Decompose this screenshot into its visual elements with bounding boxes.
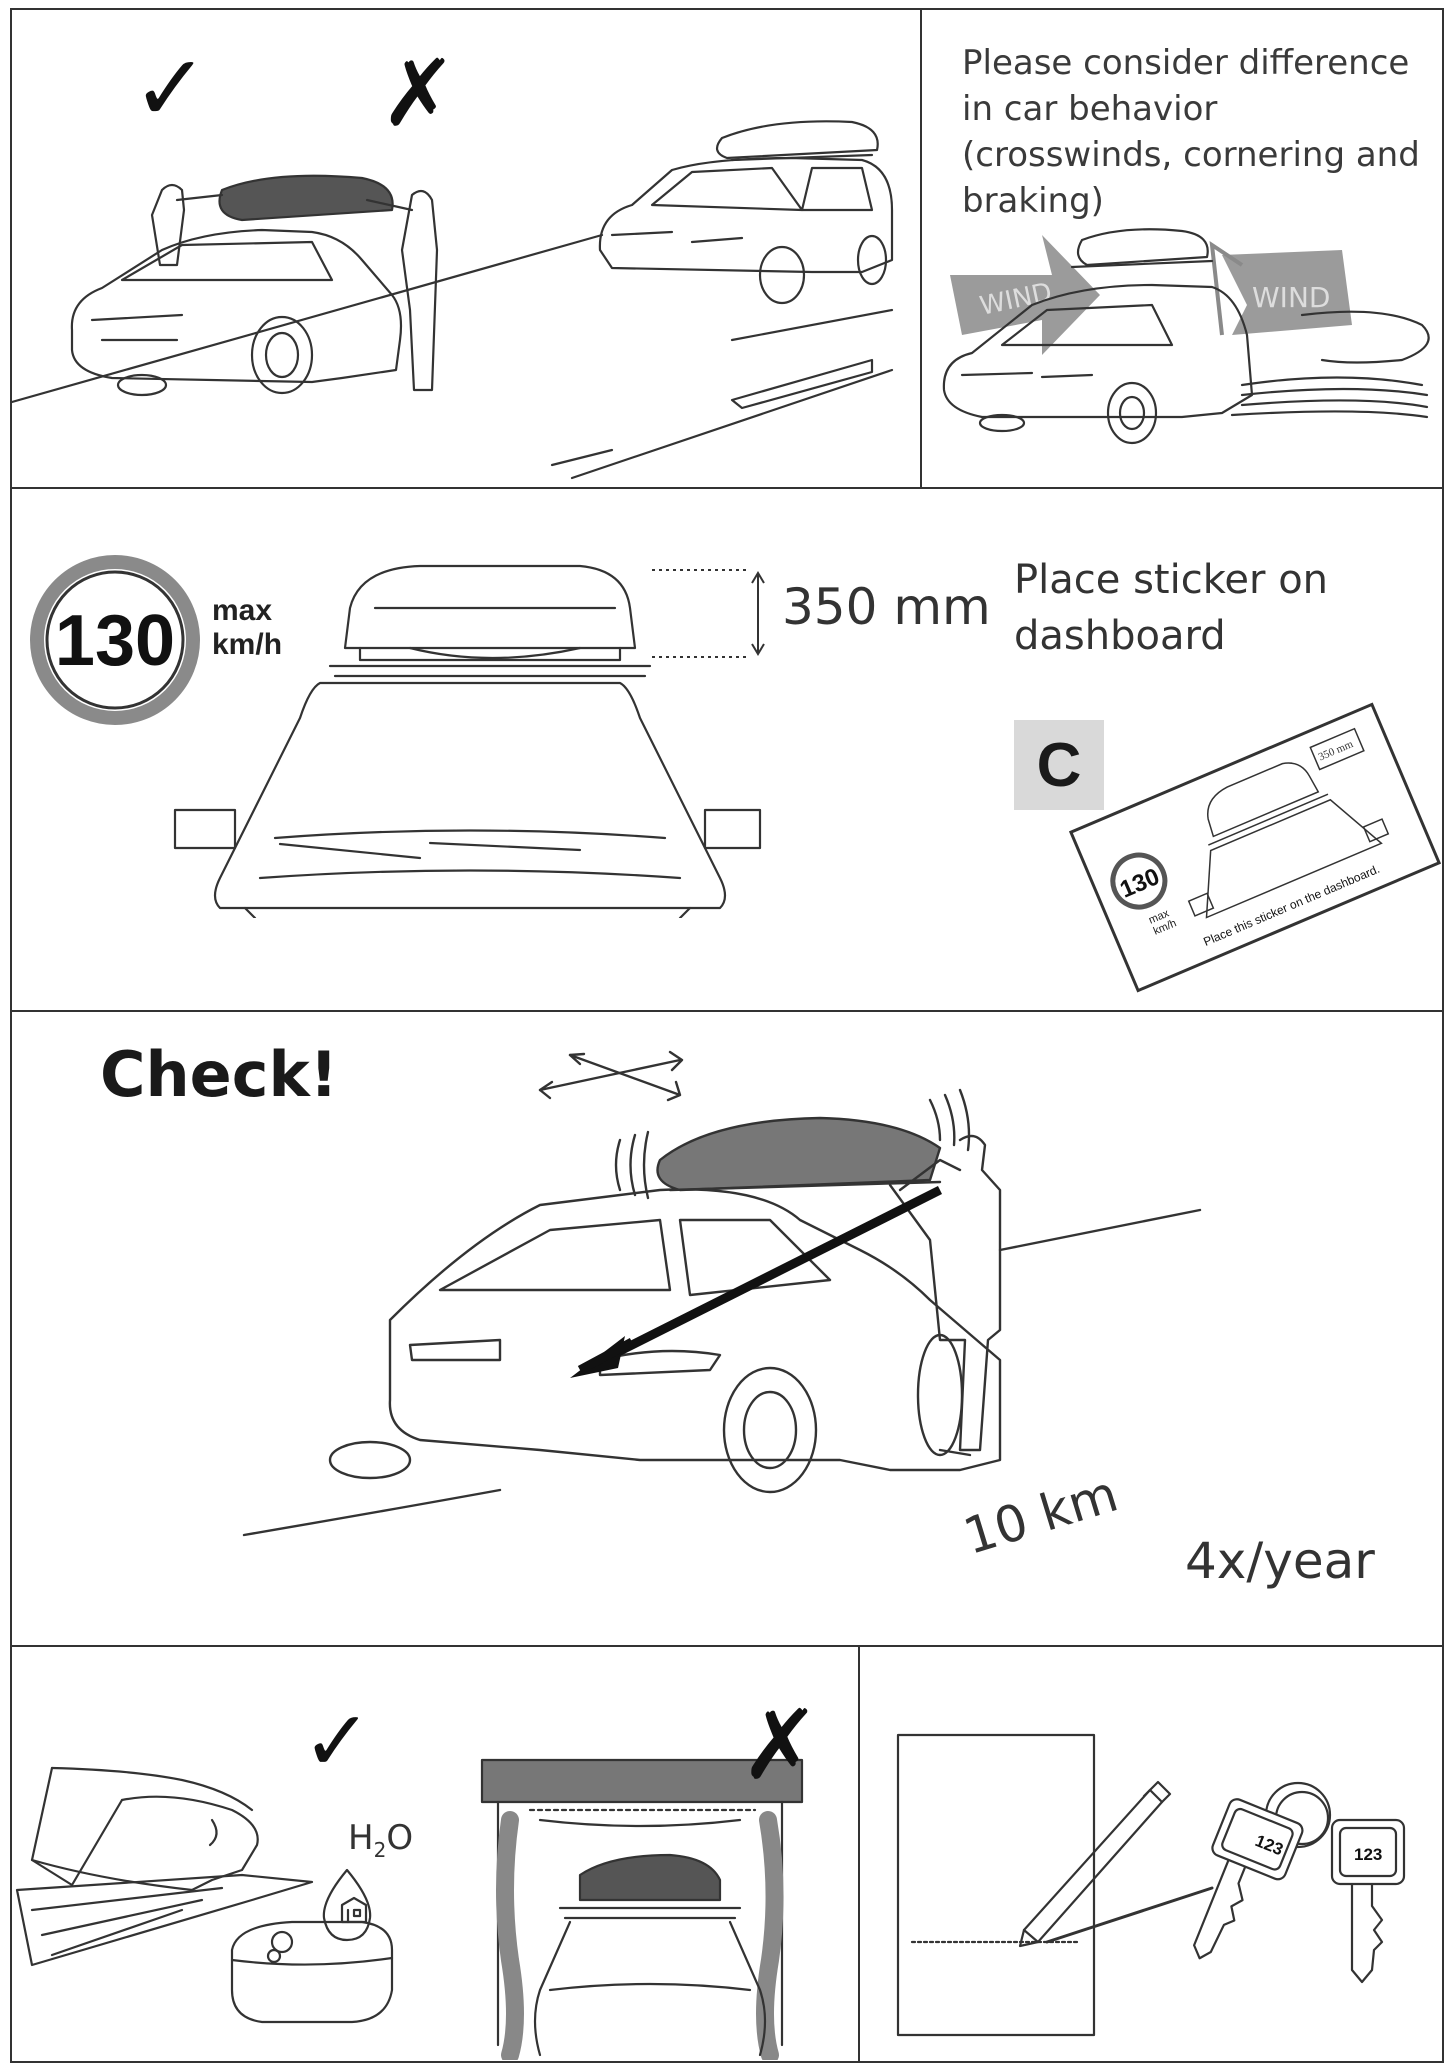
loading-illustration: ✓ ✗ — [12, 35, 894, 480]
wrong-mark-icon: ✗ — [380, 40, 457, 147]
unit-label: km/h — [212, 628, 283, 661]
sticker-letter-badge: C — [1014, 720, 1104, 810]
care-wrong-mark-icon: ✗ — [740, 1689, 820, 1801]
divider-row-3 — [10, 1645, 1444, 1647]
check-title: Check! — [100, 1038, 338, 1111]
care-correct-mark-icon: ✓ — [302, 1692, 372, 1790]
divider-row-1 — [10, 487, 1444, 489]
water-label-sub: 2 — [373, 1837, 387, 1862]
speed-limit-value: 130 — [55, 601, 175, 681]
water-label-o: O — [386, 1818, 414, 1858]
divider-row-2 — [10, 1010, 1444, 1012]
water-label-h: H — [348, 1818, 374, 1858]
speed-unit-block: max km/h — [212, 594, 282, 662]
frequency-label: 4x/year — [1185, 1532, 1375, 1590]
page-frame — [10, 8, 1444, 2063]
divider-col-top — [920, 8, 922, 488]
hand-wash-illustration: ✓ — [15, 1692, 394, 2024]
car-front-illustration — [173, 564, 762, 918]
sticker-instruction: Place sticker on dashboard — [1014, 557, 1329, 659]
key-record-illustration: 123 123 — [896, 1733, 1406, 2037]
max-label: max — [212, 594, 273, 627]
car-wash-illustration: ✗ — [480, 1689, 820, 2060]
height-dimension-marker — [652, 569, 765, 658]
divider-col-bottom — [858, 1645, 860, 2063]
wind-illustration: WIND WIND — [942, 228, 1430, 445]
check-illustration — [242, 1050, 1202, 1537]
correct-mark-icon: ✓ — [132, 35, 209, 142]
water-label: H2O — [348, 1818, 413, 1862]
key-number-2: 123 — [1354, 1845, 1382, 1864]
wind-note: Please consider difference in car behavi… — [962, 43, 1420, 221]
speed-limit-sign: 130 — [30, 555, 200, 725]
wind-label-right: WIND — [1252, 281, 1330, 314]
height-dimension-label: 350 mm — [782, 578, 991, 636]
